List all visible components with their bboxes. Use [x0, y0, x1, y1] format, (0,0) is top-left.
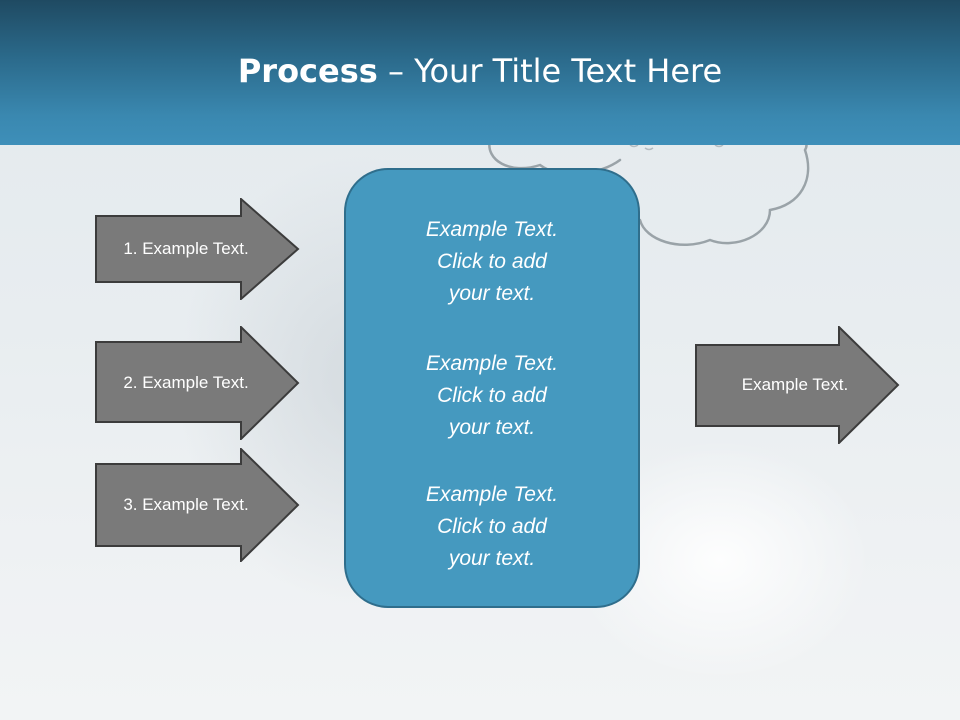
text-line: Example Text.	[425, 218, 559, 241]
text-line: your text.	[448, 416, 536, 439]
step-arrow-2[interactable]: 2. Example Text.	[95, 326, 300, 440]
right-arrow-shape	[95, 326, 300, 440]
slide-title[interactable]: Process – Your Title Text Here	[238, 52, 722, 90]
step-arrow-3[interactable]: 3. Example Text.	[95, 448, 300, 562]
step-label: 2. Example Text.	[123, 373, 249, 392]
right-arrow-shape	[95, 448, 300, 562]
step-label: 3. Example Text.	[123, 495, 249, 514]
step-arrow-1[interactable]: 1. Example Text.	[95, 198, 300, 300]
title-bold: Process	[237, 51, 378, 90]
text-line: Example Text.	[425, 352, 559, 375]
right-arrow-shape	[695, 326, 900, 444]
text-line: Click to add	[437, 384, 547, 407]
text-line: Example Text.	[425, 483, 559, 506]
text-line: your text.	[448, 547, 536, 570]
text-line: Click to add	[437, 250, 547, 273]
text-block-1[interactable]: Example Text. Click to add your text.	[346, 214, 638, 310]
right-arrow-shape	[95, 198, 300, 300]
step-label: 1. Example Text.	[123, 239, 249, 258]
text-block-2[interactable]: Example Text. Click to add your text.	[346, 348, 638, 444]
text-block-3[interactable]: Example Text. Click to add your text.	[346, 479, 638, 575]
output-label: Example Text.	[741, 375, 849, 394]
output-arrow[interactable]: Example Text.	[695, 326, 900, 444]
title-rest: – Your Title Text Here	[377, 51, 723, 90]
title-bar: Process – Your Title Text Here	[0, 0, 960, 145]
text-line: Click to add	[437, 515, 547, 538]
text-line: your text.	[448, 282, 536, 305]
center-process-box[interactable]: Example Text. Click to add your text. Ex…	[344, 168, 640, 608]
